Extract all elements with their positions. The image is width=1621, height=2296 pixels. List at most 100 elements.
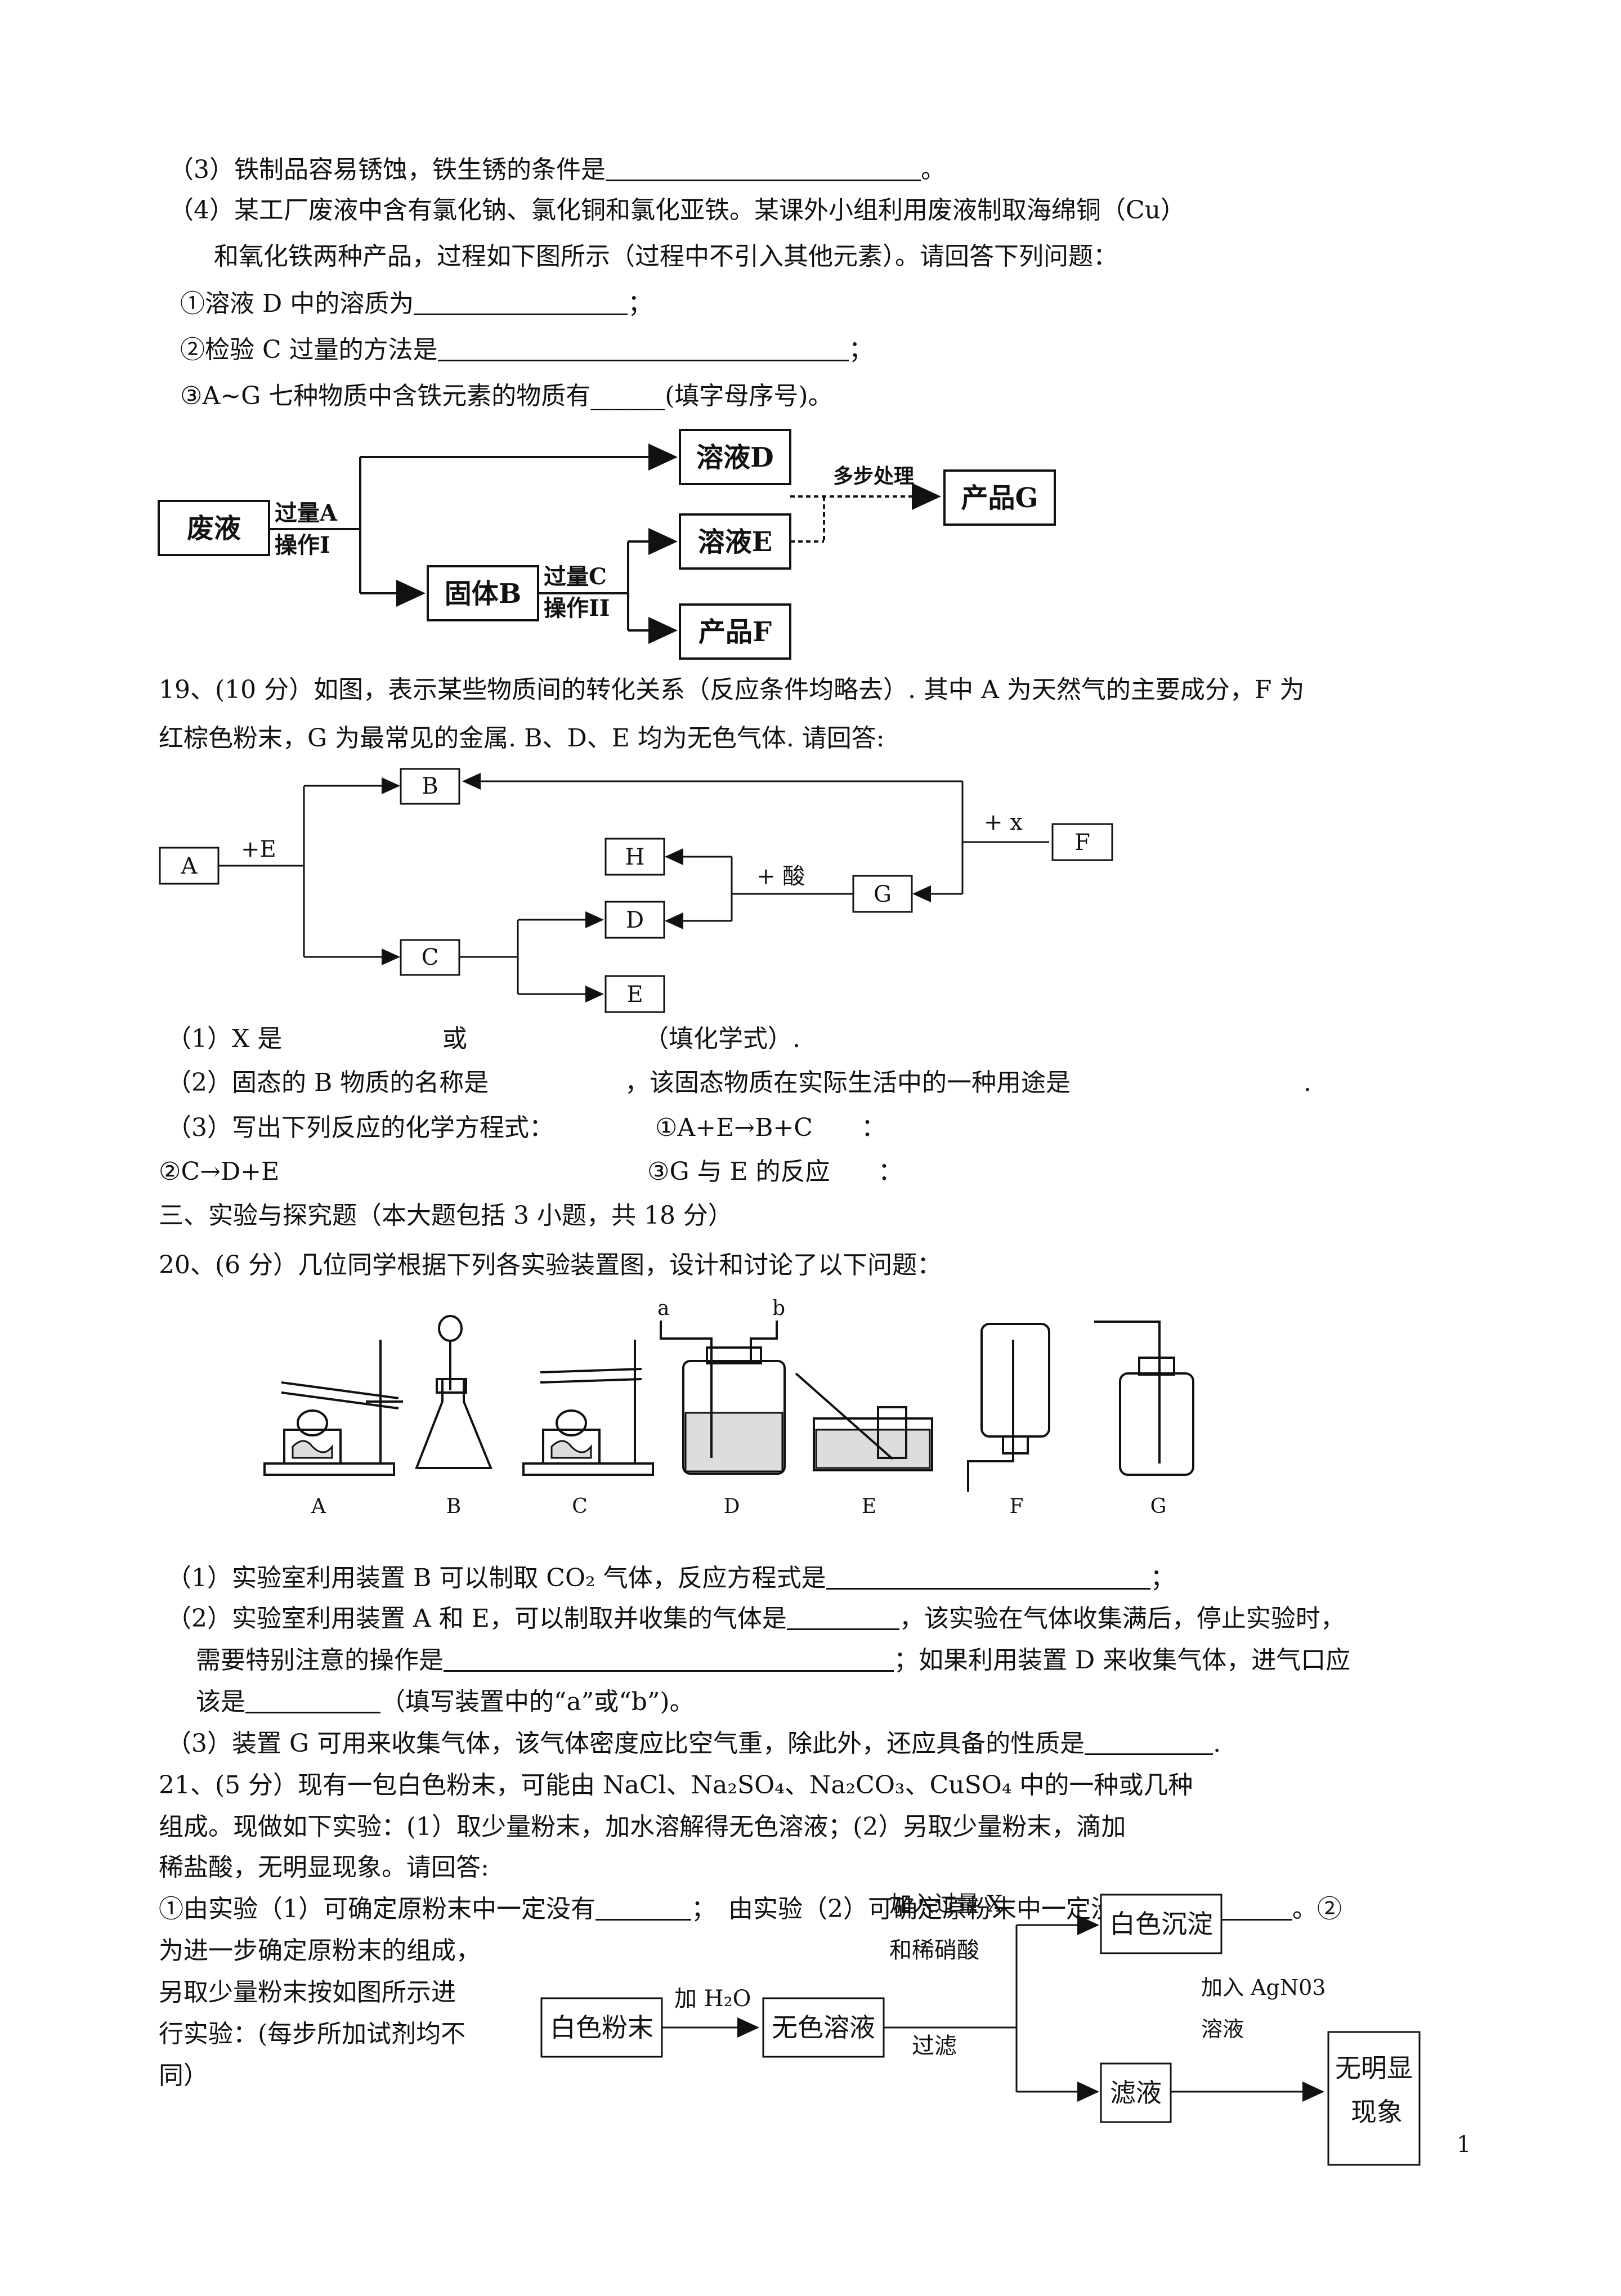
q19-a2-end: .: [1304, 1068, 1311, 1097]
label-white-powder: 白色粉末: [550, 2012, 653, 2043]
apparatus-c: [522, 1340, 654, 1476]
label-waste: 废液: [187, 513, 241, 544]
label-port-a: a: [657, 1297, 669, 1320]
box-solution-d: [679, 429, 791, 485]
label-g: G: [874, 881, 892, 907]
q19-a3: （3）写出下列反应的化学方程式：: [167, 1113, 554, 1142]
box-f: [1051, 823, 1113, 861]
box-waste: [158, 500, 270, 556]
apparatus-a: [263, 1340, 403, 1476]
label-multistep: 多步处理: [833, 464, 914, 488]
label-filtrate: 滤液: [1110, 2078, 1162, 2108]
answer-blank[interactable]: [414, 289, 628, 315]
box-d: [604, 901, 665, 939]
q18-sub2: ②检验 C 过量的方法是；: [180, 335, 874, 364]
label-solution: 溶液: [1201, 2017, 1244, 2042]
q19-a3-r1-end: ：: [861, 1113, 886, 1142]
answer-blank[interactable]: [1085, 1729, 1213, 1755]
q18-line3: （3）铁制品容易锈蚀，铁生锈的条件是。: [169, 155, 946, 184]
box-solid-b: [427, 565, 539, 621]
label-filter: 过滤: [912, 2033, 957, 2059]
q18-sub1: ①溶液 D 中的溶质为；: [180, 289, 653, 318]
q21-l2: 组成。现做如下实验：(1）取少量粉末，加水溶解得无色溶液；(2）另取少量粉末，滴…: [159, 1812, 1126, 1841]
apparatus-e: [795, 1372, 933, 1471]
label-app-c: C: [572, 1495, 588, 1518]
q20-p1: （1）实验室利用装置 B 可以制取 CO₂ 气体，反应方程式是；: [167, 1563, 1175, 1592]
apparatus-g: [1094, 1321, 1194, 1476]
box-a: [159, 847, 220, 885]
box-white-precipitate: [1100, 1894, 1223, 1954]
label-product-f: 产品F: [698, 616, 772, 648]
label-app-d: D: [724, 1495, 740, 1518]
box-filtrate: [1100, 2062, 1172, 2123]
q19-a1-end: （填化学式）.: [644, 1024, 800, 1053]
label-solution-d: 溶液D: [696, 442, 774, 473]
box-e: [604, 975, 665, 1013]
q21-l7: 行实验：(每步所加试剂均不: [159, 2020, 466, 2048]
q19-a3-r3-end: ：: [878, 1157, 903, 1186]
label-colorless-solution: 无色溶液: [772, 2012, 875, 2043]
q20-p2b: 需要特别注意的操作是；如果利用装置 D 来收集气体，进气口应: [196, 1645, 1351, 1675]
label-b: B: [422, 773, 438, 799]
label-f: F: [1074, 830, 1090, 856]
label-a: A: [181, 853, 198, 879]
box-h: [604, 838, 665, 876]
q19-a3-r2: ②C→D+E: [159, 1157, 280, 1186]
label-excess-c: 过量C: [544, 563, 607, 590]
label-op1: 操作I: [275, 532, 330, 558]
box-g: [852, 875, 913, 913]
answer-blank[interactable]: [444, 1645, 894, 1672]
q19-a3-r1: ①A+E→B+C: [655, 1113, 813, 1142]
box-product-f: [679, 603, 791, 660]
q18-line4a: （4）某工厂废液中含有氯化钠、氯化铜和氯化亚铁。某课外小组利用废液制取海绵铜（C…: [169, 196, 1185, 225]
label-solution-e: 溶液E: [698, 526, 773, 558]
q19-a2-mid: ，该固态物质在实际生活中的一种用途是: [625, 1068, 1071, 1097]
label-no-phenomenon-1: 无明显: [1335, 2053, 1413, 2083]
q20-p2a: （2）实验室利用装置 A 和 E，可以制取并收集的气体是，该实验在气体收集满后，…: [167, 1604, 1345, 1633]
label-add-x: 加入过量 X: [889, 1891, 1003, 1917]
label-solid-b: 固体B: [445, 578, 522, 610]
section-title: 三、实验与探究题（本大题包括 3 小题，共 18 分）: [159, 1201, 733, 1230]
label-app-a: A: [311, 1495, 326, 1518]
q20-p3: （3）装置 G 可用来收集气体，该气体密度应比空气重，除此外，还应具备的性质是.: [167, 1729, 1221, 1758]
q21-l1: 21、(5 分）现有一包白色粉末，可能由 NaCl、Na₂SO₄、Na₂CO₃、…: [159, 1771, 1193, 1800]
label-e: E: [626, 982, 643, 1008]
box-product-g: [943, 469, 1056, 526]
box-b: [400, 768, 460, 805]
answer-blank[interactable]: [595, 1894, 691, 1921]
q21-l4: ①由实验（1）可确定原粉末中一定没有； 由实验（2）可确定原粉末中一定没有。②: [159, 1894, 1342, 1923]
label-and-hno3: 和稀硝酸: [889, 1937, 979, 1963]
q21-l3: 稀盐酸，无明显现象。请回答:: [159, 1853, 489, 1882]
answer-blank[interactable]: [786, 1604, 899, 1630]
label-app-f: F: [1010, 1495, 1024, 1518]
label-d: D: [626, 907, 644, 933]
label-app-b: B: [446, 1495, 461, 1518]
box-no-phenomenon: [1327, 2031, 1421, 2166]
q20-p2c: 该是（填写装置中的“a”或“b”)。: [196, 1687, 695, 1716]
box-c: [400, 939, 460, 976]
q19-intro2: 红棕色粉末，G 为最常见的金属. B、D、E 均为无色气体. 请回答:: [159, 724, 885, 753]
label-port-b: b: [772, 1297, 785, 1320]
answer-blank[interactable]: [826, 1563, 1150, 1590]
answer-blank[interactable]: [245, 1687, 380, 1713]
q20-intro: 20、(6 分）几位同学根据下列各实验装置图，设计和讨论了以下问题：: [159, 1251, 942, 1279]
answer-blank[interactable]: [606, 155, 921, 181]
label-h: H: [625, 844, 645, 870]
q19-a1: （1）X 是: [167, 1024, 283, 1053]
q19-a3-r3: ③G 与 E 的反应: [647, 1157, 830, 1186]
q18-sub3: ③A~G 七种物质中含铁元素的物质有______(填字母序号)。: [180, 382, 833, 410]
label-add-agno3: 加入 AgN03: [1201, 1975, 1326, 2000]
apparatus-d: [660, 1321, 786, 1475]
q19-intro1: 19、(10 分）如图，表示某些物质间的转化关系（反应条件均略去）. 其中 A …: [159, 675, 1305, 704]
label-excess-a: 过量A: [275, 500, 338, 526]
label-add-water: 加 H₂O: [674, 1986, 751, 2012]
q21-l5: 为进一步确定原粉末的组成，: [159, 1936, 481, 1965]
apparatus-b: [415, 1315, 492, 1469]
page-number: 1: [1457, 2132, 1471, 2158]
label-c: C: [422, 945, 439, 970]
answer-blank[interactable]: [437, 335, 849, 361]
label-no-phenomenon-2: 现象: [1351, 2097, 1403, 2127]
